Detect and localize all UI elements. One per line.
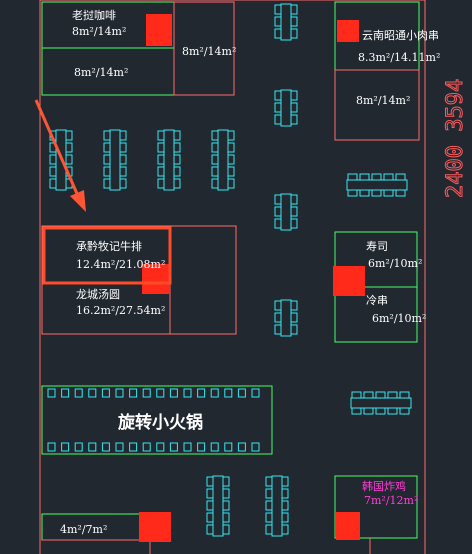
hotpot-seat xyxy=(251,388,260,398)
stall-korean xyxy=(334,475,418,539)
hotpot-seat xyxy=(142,388,151,398)
hotpot-seat xyxy=(47,442,56,452)
annotation-arrow xyxy=(34,99,86,212)
hotpot-seat xyxy=(169,388,178,398)
hotpot-seats xyxy=(47,388,260,452)
stall-sushi-name: 寿司 xyxy=(366,239,388,253)
column xyxy=(146,14,172,46)
stall-yunnan-area: 8.3m²/14.11m² xyxy=(358,51,440,64)
stall-center-top-area: 8m²/14m² xyxy=(182,45,236,58)
dining-table xyxy=(265,475,289,537)
dining-table xyxy=(211,129,235,191)
stall-center-top xyxy=(173,1,235,96)
stall-tangyuan-name: 龙城汤圆 xyxy=(76,287,120,301)
hotpot-seat xyxy=(61,442,70,452)
hotpot-seat xyxy=(142,442,151,452)
hotpot-seat xyxy=(156,442,165,452)
column xyxy=(337,20,359,42)
stall-bottom-left-area: 4m²/7m² xyxy=(60,523,107,536)
dining-table xyxy=(103,129,127,191)
hotpot-seat xyxy=(197,388,206,398)
hotpot-seat xyxy=(101,388,110,398)
stall-laojie-name: 老挝咖啡 xyxy=(72,8,116,22)
stall-korean-area: 7m²/12m² xyxy=(364,494,418,507)
hotpot-seat xyxy=(224,442,233,452)
stall-right-upper-area: 8m²/14m² xyxy=(356,94,410,107)
stall-chuan-area: 6m²/10m² xyxy=(372,312,426,325)
hotpot-seat xyxy=(169,442,178,452)
tables xyxy=(49,3,412,537)
column xyxy=(139,512,171,542)
hotpot-seat xyxy=(115,388,124,398)
stall-yunnan-name: 云南昭通小肉串 xyxy=(362,29,439,42)
column xyxy=(142,264,170,294)
dimension-label: 2400 3594 xyxy=(443,79,468,198)
hotpot-seat xyxy=(61,388,70,398)
hotpot-seat xyxy=(210,442,219,452)
hotpot-seat xyxy=(47,388,56,398)
hotpot-seat xyxy=(115,442,124,452)
hotpot-seat xyxy=(101,442,110,452)
highlight-box xyxy=(42,226,172,285)
building-walls xyxy=(39,0,426,554)
dining-table xyxy=(274,89,298,127)
hotpot-seat xyxy=(156,388,165,398)
dining-table xyxy=(206,475,230,537)
hotpot-seat xyxy=(129,442,138,452)
column xyxy=(336,512,360,540)
dining-table xyxy=(274,299,298,337)
stall-laojie-area: 8m²/14m² xyxy=(72,25,126,38)
dining-table xyxy=(157,129,181,191)
stall-sushi-area: 6m²/10m² xyxy=(368,257,422,270)
stall-hotpot xyxy=(41,385,273,455)
dining-table xyxy=(274,193,298,231)
stall-hotpot-name: 旋转小火锅 xyxy=(117,412,203,433)
hotpot-seat xyxy=(129,388,138,398)
hotpot-seat xyxy=(197,442,206,452)
hotpot-seat xyxy=(224,388,233,398)
columns xyxy=(139,14,365,542)
dining-table xyxy=(346,173,408,197)
dining-table xyxy=(274,3,298,41)
hotpot-seat xyxy=(237,442,246,452)
stall-beef-tangyuan xyxy=(41,225,237,335)
stall-tangyuan-area: 16.2m²/27.54m² xyxy=(76,304,165,317)
hotpot-seat xyxy=(88,388,97,398)
stall-right-upper xyxy=(334,69,420,141)
hotpot-seat xyxy=(237,388,246,398)
hotpot-seat xyxy=(88,442,97,452)
column xyxy=(333,266,365,296)
stall-laojie-lower-area: 8m²/14m² xyxy=(74,66,128,79)
hotpot-seat xyxy=(183,388,192,398)
hotpot-seat xyxy=(251,442,260,452)
hotpot-seat xyxy=(210,388,219,398)
stall-korean-name: 韩国炸鸡 xyxy=(362,479,406,493)
hotpot-seat xyxy=(74,388,83,398)
stall-beef-area: 12.4m²/21.08m² xyxy=(76,258,165,271)
stall-chuan-name: 冷串 xyxy=(366,294,388,307)
hotpot-seat xyxy=(183,442,192,452)
dining-table xyxy=(350,391,412,415)
hotpot-seat xyxy=(74,442,83,452)
stall-beef-name: 承黔牧记牛排 xyxy=(76,239,142,253)
